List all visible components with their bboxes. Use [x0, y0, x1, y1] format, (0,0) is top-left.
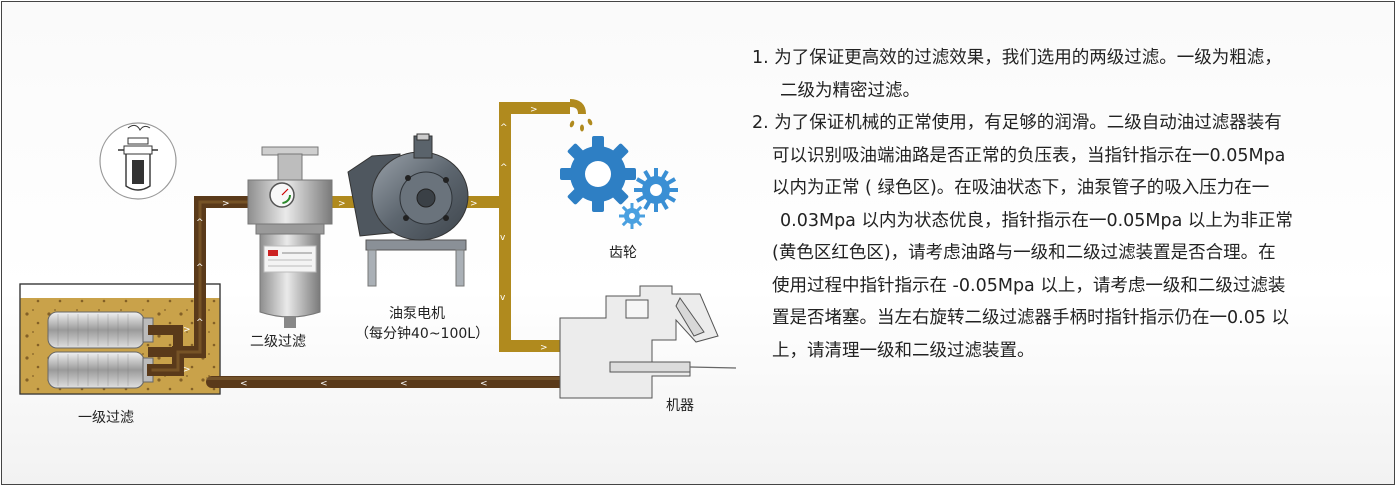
svg-text:^: ^: [196, 318, 204, 328]
stage2-filter: [247, 146, 333, 328]
svg-text:<: <: [480, 379, 488, 389]
note-1: 1. 为了保证更高效的过滤效果，我们选用的两级过滤。一级为粗滤， 二级为精密过滤…: [752, 42, 1382, 107]
return-pipe: [206, 376, 572, 388]
note-line: 0.03Mpa 以内为状态优良，指针指示在一0.05Mpa 以上为非正常: [780, 210, 1293, 231]
machine-label: 机器: [666, 398, 694, 414]
flow-arrows: > > ^ ^ ^ > > > ^ ^ > v v > < < < <: [183, 105, 548, 389]
note-line: 上，请清理一级和二级过滤装置。: [772, 340, 1035, 361]
svg-text:v: v: [500, 293, 506, 303]
filter-icon: [99, 122, 177, 200]
note-line: 使用过程中指针指示在 -0.05Mpa 以上，请考虑一级和二级过滤装: [772, 275, 1286, 296]
note-line: 二级为精密过滤。: [780, 80, 920, 101]
note-line: 置是否堵塞。当左右旋转二级过滤器手柄时指针指示仍在一0.05 以: [772, 308, 1290, 328]
notes-panel: 1. 为了保证更高效的过滤效果，我们选用的两级过滤。一级为粗滤， 二级为精密过滤…: [752, 42, 1382, 367]
pump-motor: [347, 133, 469, 287]
svg-text:<: <: [400, 379, 408, 389]
svg-text:^: ^: [500, 123, 508, 133]
note-line: 以内为正常 ( 绿色区)。在吸油状态下，油泵管子的吸入压力在一: [772, 178, 1270, 198]
svg-text:>: >: [183, 365, 191, 375]
machine-icon: [559, 285, 737, 399]
gear-label: 齿轮: [609, 245, 637, 261]
note-line: 可以识别吸油端油路是否正常的负压表，当指针指示在一0.05Mpa: [772, 145, 1286, 166]
note-2: 2. 为了保证机械的正常使用，有足够的润滑。二级自动油过滤器装有 可以识别吸油端…: [752, 107, 1382, 367]
svg-text:>: >: [183, 325, 191, 335]
note-line: 1. 为了保证更高效的过滤效果，我们选用的两级过滤。一级为粗滤，: [752, 48, 1282, 68]
svg-text:<: <: [320, 379, 328, 389]
note-line: (黄色区红色区)，请考虑油路与一级和二级过滤装置是否合理。在: [772, 243, 1276, 263]
svg-text:>: >: [530, 105, 538, 115]
svg-text:^: ^: [196, 263, 204, 273]
svg-text:<: <: [240, 379, 248, 389]
gear-icon: [560, 136, 678, 229]
note-line: 2. 为了保证机械的正常使用，有足够的润滑。二级自动油过滤器装有: [752, 113, 1282, 133]
svg-text:^: ^: [500, 163, 508, 173]
svg-text:>: >: [470, 199, 478, 209]
lubrication-diagram: > > ^ ^ ^ > > > ^ ^ > v v > < < < <: [19, 99, 737, 426]
svg-text:>: >: [338, 199, 346, 209]
diagram-svg: > > ^ ^ ^ > > > ^ ^ > v v > < < < <: [19, 99, 737, 399]
stage1-filter-label: 一级过滤: [78, 410, 134, 426]
suction-pipe: [147, 196, 268, 376]
svg-text:>: >: [222, 199, 230, 209]
pump-label: 油泵电机: [389, 306, 445, 322]
svg-text:>: >: [540, 343, 548, 353]
svg-text:^: ^: [196, 218, 204, 228]
stage2-filter-label: 二级过滤: [250, 334, 306, 350]
oil-drops: [569, 118, 593, 132]
pump-flow-label: （每分钟40~100L）: [355, 326, 490, 342]
svg-text:v: v: [500, 233, 506, 243]
